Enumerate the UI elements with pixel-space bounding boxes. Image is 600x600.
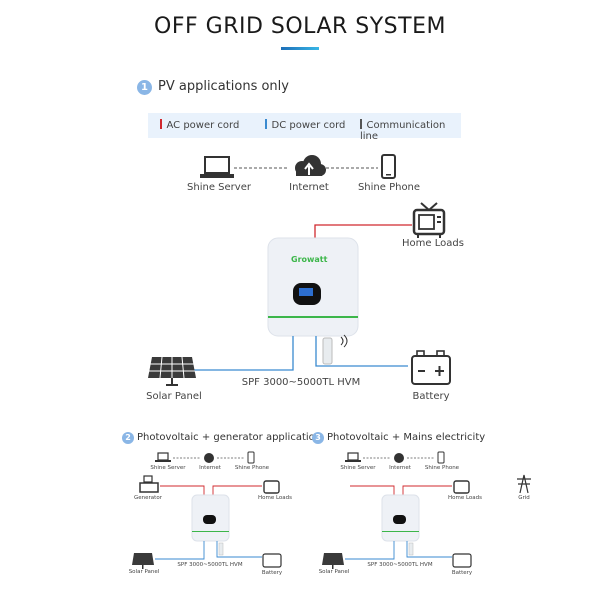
tv-icon (263, 480, 280, 494)
label-internet: Internet (289, 182, 329, 193)
label-internet: Internet (389, 465, 411, 471)
section-3-title: Photovoltaic + Mains electricity (327, 432, 486, 443)
section-2-badge: 2 (122, 432, 134, 444)
cloud-upload-icon (295, 155, 326, 176)
label-source: Generator (134, 495, 162, 501)
ac-line-source (350, 485, 395, 496)
label-solar-panel: Solar Panel (146, 391, 202, 402)
label-battery: Battery (261, 570, 283, 576)
dc-line-battery (216, 541, 262, 558)
inverter (267, 237, 359, 337)
label-internet: Internet (199, 465, 221, 471)
inverter-stripe (192, 531, 229, 532)
inverter-stripe (382, 531, 419, 532)
dc-line-battery (406, 541, 452, 558)
generator-icon (139, 482, 159, 493)
wifi-dongle-icon (322, 334, 348, 365)
generator-top (143, 475, 153, 483)
inverter-screen (203, 515, 216, 524)
label-model: SPF 3000~5000TL HVM (241, 377, 361, 388)
inverter-screen (393, 515, 406, 524)
laptop-icon (200, 156, 234, 178)
legend-ac-label: AC power cord (166, 120, 240, 131)
section-2-title: Photovoltaic + generator application (137, 432, 322, 443)
label-source: Grid (518, 495, 530, 501)
comm-swatch (360, 119, 362, 129)
page-title: OFF GRID SOLAR SYSTEM (154, 14, 446, 39)
battery-icon (452, 553, 472, 568)
legend-comm-label: Communication line (360, 120, 446, 142)
legend-comm: Communication line (360, 119, 461, 142)
laptop-base (155, 460, 171, 462)
section-3-badge: 3 (312, 432, 324, 444)
wifi-dongle-icon (408, 542, 414, 556)
tv-icon (412, 202, 446, 238)
laptop-icon (157, 452, 169, 461)
laptop-base (345, 460, 361, 462)
dc-line-solar (345, 541, 395, 560)
label-solar-panel: Solar Panel (128, 569, 160, 575)
cloud-icon (204, 453, 214, 463)
dc-swatch (265, 119, 267, 129)
label-home-loads: Home Loads (257, 495, 293, 501)
label-shine-server: Shine Server (187, 182, 251, 193)
solar-stand (332, 565, 334, 569)
tv-icon (453, 480, 470, 494)
wifi-dongle-icon (218, 542, 224, 556)
label-battery: Battery (412, 391, 450, 402)
phone-icon (437, 451, 445, 464)
legend: AC power cord DC power cord Communicatio… (148, 113, 461, 142)
solar-panel-icon (148, 356, 196, 386)
dc-line-battery (315, 336, 408, 367)
legend-ac: AC power cord (160, 119, 239, 131)
ac-line-loads (212, 485, 262, 496)
grid-tower-icon (517, 474, 531, 494)
section-1-title: PV applications only (158, 79, 289, 94)
solar-panel-icon (132, 553, 154, 565)
ac-swatch (160, 119, 162, 129)
dc-line-solar (180, 336, 294, 371)
ac-line-loads (314, 224, 412, 240)
label-shine-phone: Shine Phone (234, 465, 270, 471)
label-shine-phone: Shine Phone (424, 465, 460, 471)
title-underline (281, 47, 319, 50)
solar-panel-icon (322, 553, 344, 565)
label-home-loads: Home Loads (402, 238, 464, 249)
label-model: SPF 3000~5000TL HVM (367, 562, 433, 568)
laptop-icon (347, 452, 359, 461)
battery-icon (262, 553, 282, 568)
solar-stand (142, 565, 144, 569)
inverter-brand: Growatt (291, 255, 328, 264)
dc-line-solar (155, 541, 205, 560)
phone-icon (247, 451, 255, 464)
ac-line-loads (402, 485, 452, 496)
legend-dc: DC power cord (265, 119, 345, 131)
battery-icon (411, 350, 451, 385)
label-home-loads: Home Loads (447, 495, 483, 501)
phone-icon (381, 154, 396, 179)
label-solar-panel: Solar Panel (318, 569, 350, 575)
legend-dc-label: DC power cord (271, 120, 346, 131)
ac-line-source (160, 485, 205, 496)
label-shine-phone: Shine Phone (357, 182, 421, 193)
label-shine-server: Shine Server (340, 465, 376, 471)
label-model: SPF 3000~5000TL HVM (177, 562, 243, 568)
label-battery: Battery (451, 570, 473, 576)
cloud-icon (394, 453, 404, 463)
section-1-badge: 1 (137, 80, 152, 95)
label-shine-server: Shine Server (150, 465, 186, 471)
